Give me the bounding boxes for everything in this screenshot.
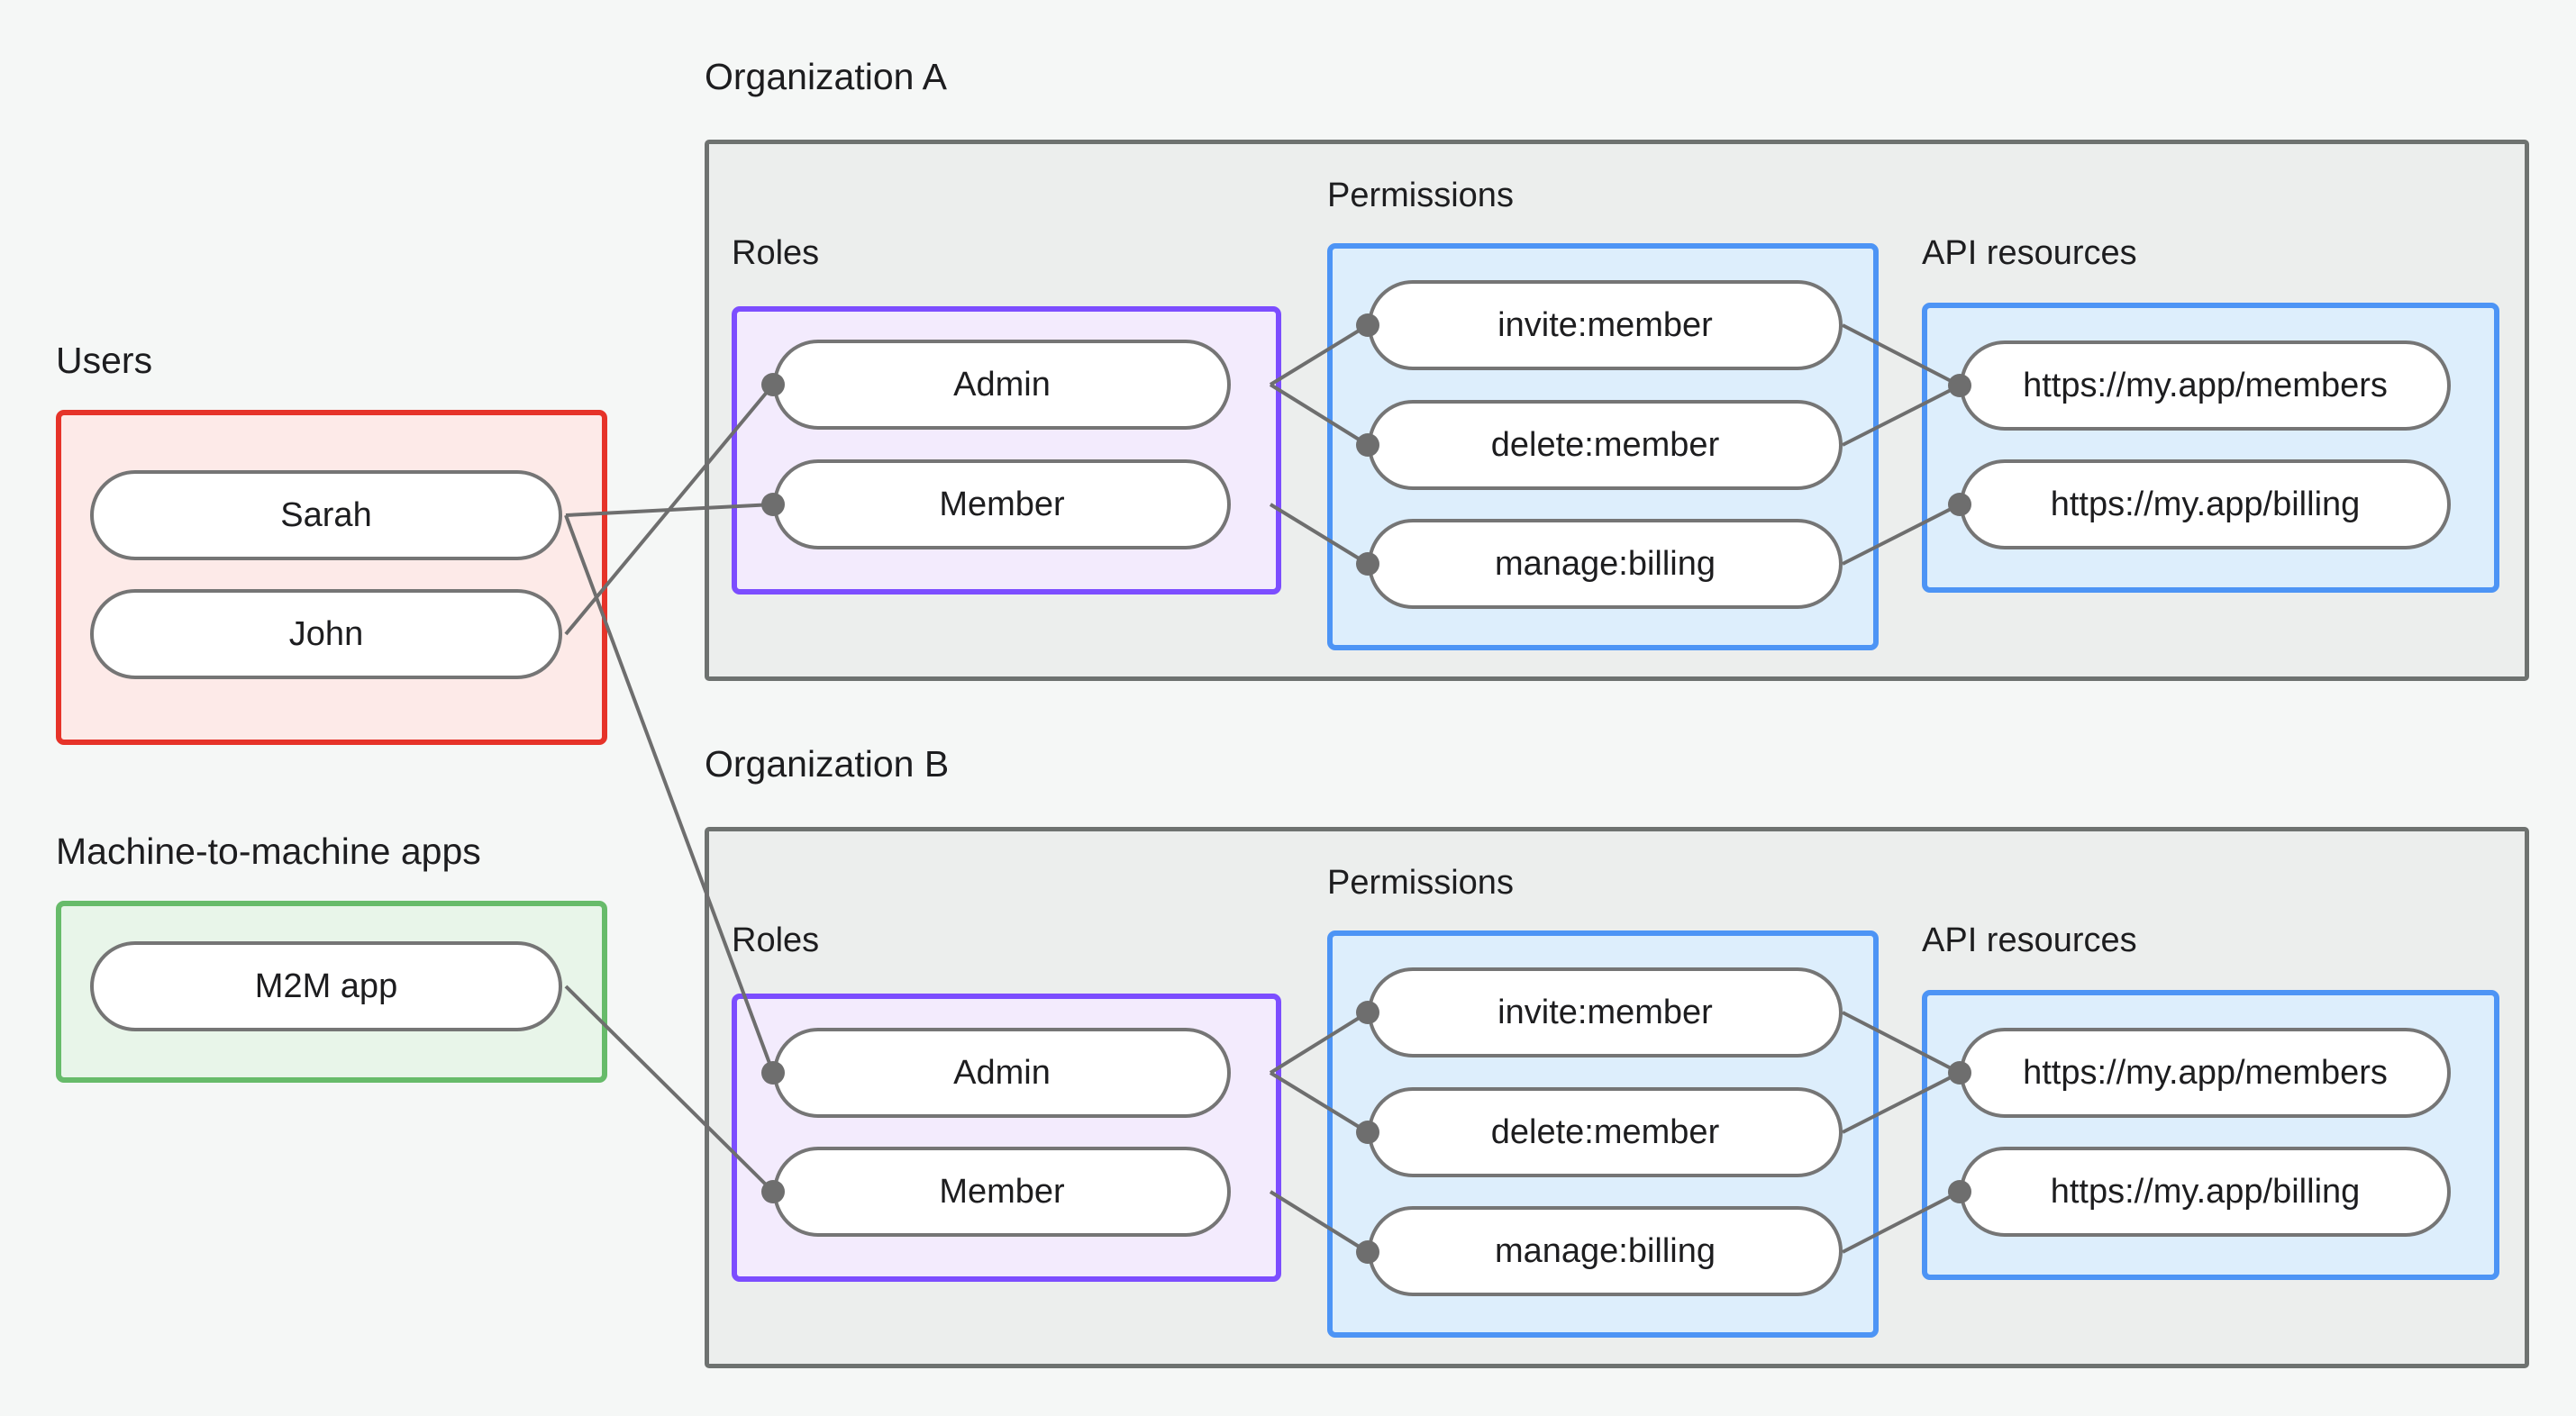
org-a-permission-manage-billing[interactable]: manage:billing (1368, 519, 1843, 609)
users-cluster (56, 410, 607, 745)
m2m-node-app[interactable]: M2M app (90, 941, 562, 1031)
m2m-group-label: Machine-to-machine apps (56, 831, 481, 872)
org-b-api-billing[interactable]: https://my.app/billing (1960, 1147, 2451, 1237)
org-a-permission-delete-member[interactable]: delete:member (1368, 400, 1843, 490)
org-a-api-members[interactable]: https://my.app/members (1960, 340, 2451, 431)
org-b-role-admin[interactable]: Admin (773, 1028, 1231, 1118)
org-a-permissions-label: Permissions (1327, 177, 1514, 214)
org-b-title: Organization B (705, 743, 950, 785)
org-a-permission-invite-member[interactable]: invite:member (1368, 280, 1843, 370)
org-b-api-label: API resources (1922, 921, 2137, 959)
org-b-roles-label: Roles (732, 921, 820, 959)
org-a-title: Organization A (705, 56, 947, 97)
org-a-roles-label: Roles (732, 234, 820, 272)
org-a-role-member[interactable]: Member (773, 459, 1231, 549)
org-b-permission-delete-member[interactable]: delete:member (1368, 1087, 1843, 1177)
org-b-permissions-label: Permissions (1327, 864, 1514, 902)
user-node-john[interactable]: John (90, 589, 562, 679)
org-b-role-member[interactable]: Member (773, 1147, 1231, 1237)
org-b-api-members[interactable]: https://my.app/members (1960, 1028, 2451, 1118)
org-a-role-admin[interactable]: Admin (773, 340, 1231, 430)
org-b-permission-invite-member[interactable]: invite:member (1368, 967, 1843, 1057)
org-b-permission-manage-billing[interactable]: manage:billing (1368, 1206, 1843, 1296)
org-a-api-billing[interactable]: https://my.app/billing (1960, 459, 2451, 549)
users-group-label: Users (56, 340, 153, 381)
org-a-api-label: API resources (1922, 234, 2137, 272)
user-node-sarah[interactable]: Sarah (90, 470, 562, 560)
